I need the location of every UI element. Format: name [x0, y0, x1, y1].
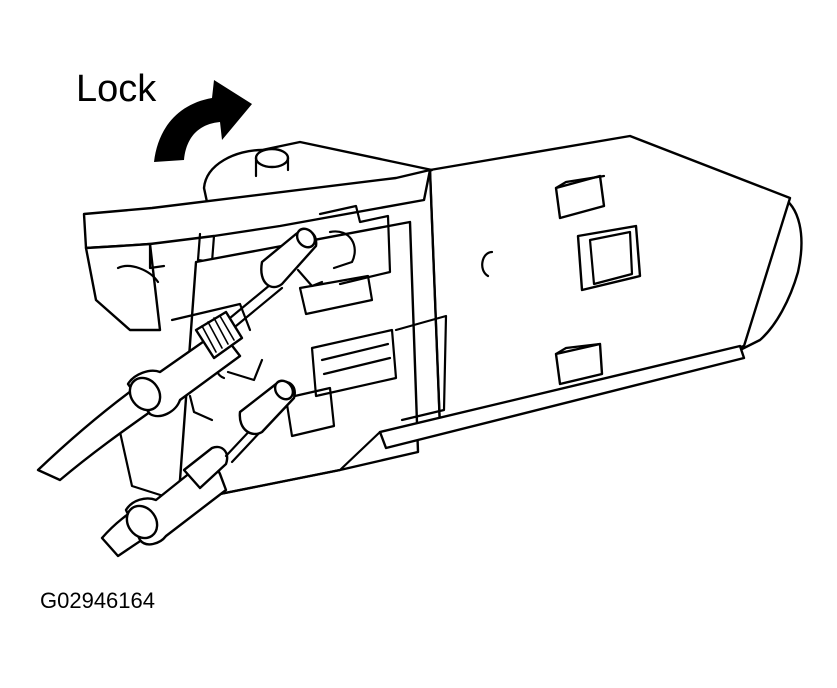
housing-slot-top	[554, 174, 606, 220]
lock-direction-label: Lock	[76, 68, 157, 110]
figure-code-label: G02946164	[40, 588, 155, 613]
pivot-mark-right	[481, 250, 494, 278]
mechanism-cavity	[178, 204, 448, 498]
housing-slot-bottom	[554, 342, 604, 386]
cable-bracket	[170, 302, 264, 422]
curved-arrow-icon	[154, 80, 252, 162]
housing-slot-middle	[576, 224, 642, 292]
lower-cable	[100, 422, 264, 558]
lower-cable-end	[238, 379, 296, 436]
housing-left-frame	[82, 168, 432, 332]
upper-cable	[36, 278, 284, 482]
upper-cable-end	[260, 227, 324, 289]
